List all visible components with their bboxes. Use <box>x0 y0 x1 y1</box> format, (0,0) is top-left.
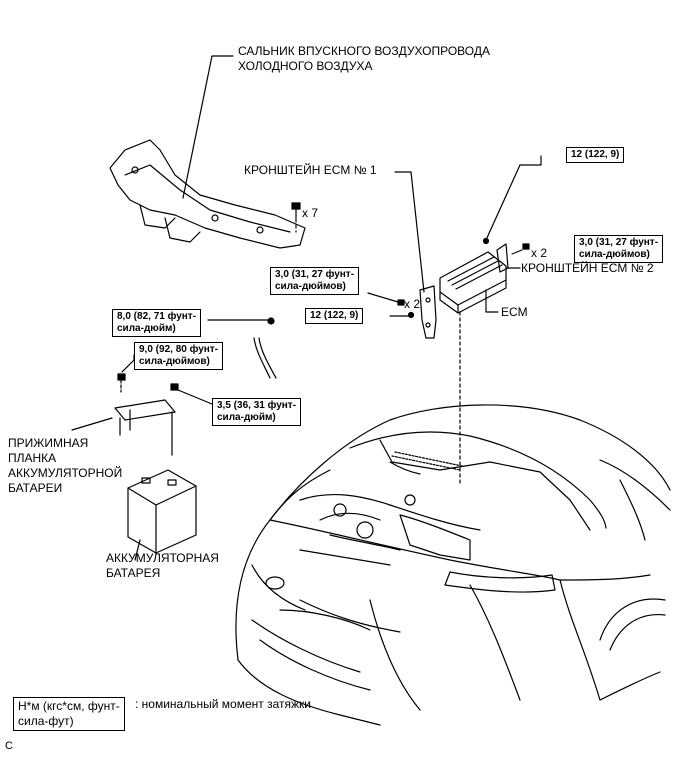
air-duct-seal-label: САЛЬНИК ВПУСКНОГО ВОЗДУХОПРОВОДА ХОЛОДНО… <box>238 44 490 74</box>
battery-label-line-1: АККУМУЛЯТОРНАЯ <box>106 551 219 565</box>
torque-box-bracket-1-lower: 12 (122, 9) <box>305 308 364 324</box>
battery-label-line-2: БАТАРЕЯ <box>106 566 161 580</box>
legend-box-line-2: сила-фут) <box>18 714 74 728</box>
ecm-unit-shape <box>439 251 507 314</box>
torque-box-bracket-1: 3,0 (31, 27 фунт- сила-дюймов) <box>270 267 360 295</box>
air-duct-seal-shape <box>109 139 306 249</box>
ecm-bracket-1-label: КРОНШТЕЙН ECM № 1 <box>244 163 377 177</box>
battery-clamp-label-line-4: БАТАРЕИ <box>8 481 63 495</box>
torque-box-battery-clamp-line-2: сила-дюймов) <box>139 356 210 367</box>
vehicle-front-outline <box>235 404 671 726</box>
legend-description: : номинальный момент затяжки <box>135 697 311 711</box>
torque-box-battery-terminal: 8,0 (82, 71 фунт- сила-дюйм) <box>112 309 202 337</box>
ecm-bracket-1-shape <box>419 285 437 339</box>
quantity-x2-bracket-1: x 2 <box>404 297 421 311</box>
torque-box-battery-clamp-line-1: 9,0 (92, 80 фунт- <box>139 344 219 355</box>
ecm-bracket-2-label: КРОНШТЕЙН ECM № 2 <box>521 261 654 275</box>
torque-box-bracket-1-lower-line-1: 12 (122, 9) <box>310 310 359 321</box>
torque-box-battery-nut: 3,5 (36, 31 фунт- сила-дюйм) <box>212 398 302 426</box>
battery-clamp-label-line-1: ПРИЖИМНАЯ <box>8 436 89 450</box>
battery-clamp-label-line-3: АККУМУЛЯТОРНОЙ <box>8 466 123 480</box>
quantity-x2-bracket-2: x 2 <box>531 246 548 260</box>
battery-label: АККУМУЛЯТОРНАЯ БАТАРЕЯ <box>106 551 219 581</box>
torque-box-bracket-1-line-1: 3,0 (31, 27 фунт- <box>275 269 355 280</box>
bolt-x7-icon <box>291 202 301 219</box>
air-duct-seal-label-line-1: САЛЬНИК ВПУСКНОГО ВОЗДУХОПРОВОДА <box>238 44 490 58</box>
air-duct-seal-label-line-2: ХОЛОДНОГО ВОЗДУХА <box>238 59 373 73</box>
corner-mark: C <box>5 740 13 752</box>
battery-clamp-label-line-2: ПЛАНКА <box>8 451 57 465</box>
torque-box-bracket-2-line-2: сила-дюймов) <box>579 249 650 260</box>
ecm-label: ECM <box>501 305 528 319</box>
torque-box-bracket-2: 3,0 (31, 27 фунт- сила-дюймов) <box>574 235 664 263</box>
legend-box: Н*м (кгс*см, фунт- сила-фут) <box>13 697 125 731</box>
battery-clamp-shape <box>114 399 176 456</box>
torque-box-bracket-1-line-2: сила-дюймов) <box>275 281 346 292</box>
torque-box-bracket-2-line-1: 3,0 (31, 27 фунт- <box>579 237 659 248</box>
torque-box-battery-nut-line-2: сила-дюйм) <box>217 412 276 423</box>
battery-clamp-label: ПРИЖИМНАЯ ПЛАНКА АККУМУЛЯТОРНОЙ БАТАРЕИ <box>8 436 122 496</box>
torque-box-battery-terminal-line-2: сила-дюйм) <box>117 323 176 334</box>
torque-box-top-right: 12 (122, 9) <box>566 147 625 163</box>
torque-box-top-right-line-1: 12 (122, 9) <box>571 149 620 160</box>
torque-box-battery-clamp: 9,0 (92, 80 фунт- сила-дюймов) <box>134 342 224 370</box>
legend-box-line-1: Н*м (кгс*см, фунт- <box>18 699 120 713</box>
torque-box-battery-terminal-line-1: 8,0 (82, 71 фунт- <box>117 311 197 322</box>
torque-box-battery-nut-line-1: 3,5 (36, 31 фунт- <box>217 400 297 411</box>
quantity-x7: x 7 <box>302 206 319 220</box>
battery-shape <box>127 469 197 554</box>
